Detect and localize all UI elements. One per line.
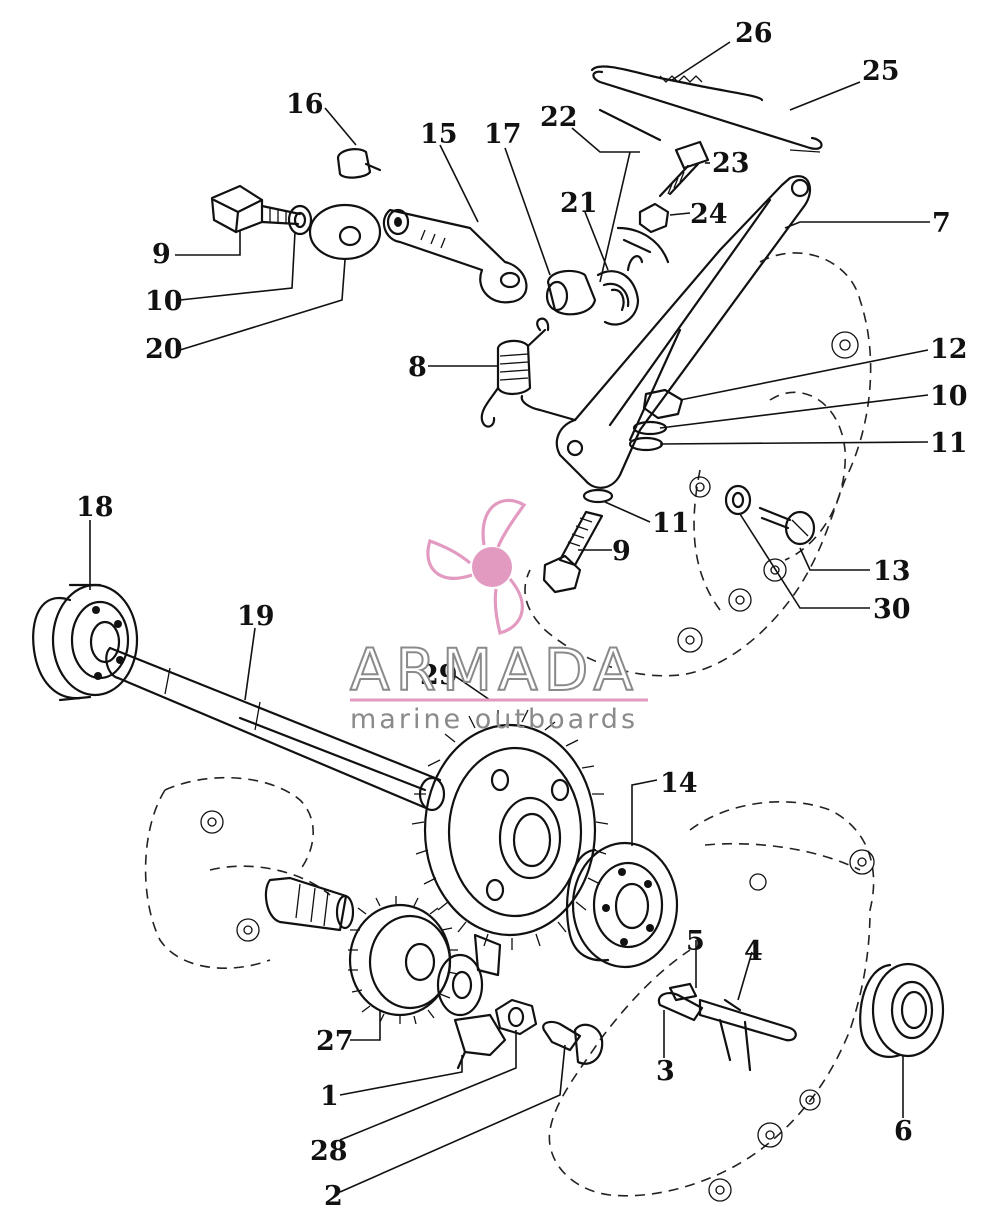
label-12: 12 bbox=[930, 334, 968, 365]
wire-22 bbox=[598, 108, 662, 142]
bolt-9-upper bbox=[210, 184, 302, 234]
leader-lines bbox=[89, 41, 930, 1193]
lower-housing-outline bbox=[548, 801, 875, 1202]
label-4: 4 bbox=[744, 936, 763, 967]
gear-27 bbox=[348, 896, 459, 1025]
bolt-23 bbox=[658, 140, 710, 198]
label-11-right: 11 bbox=[930, 428, 968, 459]
label-6: 6 bbox=[894, 1116, 913, 1147]
label-9-lower: 9 bbox=[612, 536, 631, 567]
grease-fitting-16 bbox=[336, 148, 382, 179]
watermark-tagline: marine outboards bbox=[350, 704, 638, 735]
washer-near-gear bbox=[436, 933, 502, 1017]
armada-watermark: ARMADA marine outboards bbox=[349, 498, 648, 735]
label-11-lower: 11 bbox=[652, 508, 690, 539]
label-21: 21 bbox=[560, 188, 598, 219]
bearing-14 bbox=[565, 841, 679, 969]
link-arm-15 bbox=[382, 208, 528, 304]
shaft-4 bbox=[698, 998, 797, 1072]
label-9-upper: 9 bbox=[152, 239, 171, 270]
bolt-9-lower bbox=[542, 510, 604, 594]
label-23: 23 bbox=[712, 148, 750, 179]
gear-29 bbox=[411, 709, 609, 950]
label-27: 27 bbox=[316, 1026, 354, 1057]
left-housing-outline bbox=[144, 776, 331, 969]
pinion-shaft bbox=[264, 876, 355, 932]
label-10-upper: 10 bbox=[145, 286, 183, 317]
label-13: 13 bbox=[873, 556, 911, 587]
bushing-17 bbox=[545, 269, 597, 316]
label-20: 20 bbox=[145, 334, 183, 365]
upper-housing-outline bbox=[524, 252, 872, 677]
label-26: 26 bbox=[735, 18, 773, 49]
label-3: 3 bbox=[656, 1056, 675, 1087]
bearing-18 bbox=[32, 583, 139, 702]
washer-10-upper bbox=[287, 204, 313, 236]
lever-arm-7 bbox=[520, 175, 812, 489]
seal-6 bbox=[859, 962, 945, 1058]
clip-near-24 bbox=[616, 226, 670, 264]
washer-20 bbox=[308, 203, 382, 261]
label-17: 17 bbox=[484, 119, 522, 150]
plug-2 bbox=[542, 1020, 604, 1065]
label-8: 8 bbox=[408, 352, 427, 383]
label-10-right: 10 bbox=[930, 381, 968, 412]
spring-26 bbox=[590, 65, 764, 102]
label-5: 5 bbox=[686, 926, 705, 957]
spring-8 bbox=[480, 317, 550, 428]
label-28: 28 bbox=[310, 1136, 348, 1167]
label-18: 18 bbox=[76, 492, 114, 523]
propeller-logo bbox=[426, 498, 527, 635]
label-24: 24 bbox=[690, 199, 728, 230]
label-7: 7 bbox=[932, 208, 951, 239]
nut-28 bbox=[494, 998, 538, 1036]
label-2: 2 bbox=[324, 1181, 343, 1212]
label-19: 19 bbox=[237, 601, 275, 632]
label-16: 16 bbox=[286, 89, 324, 120]
washer-11-lower bbox=[582, 488, 614, 504]
screw-13 bbox=[758, 506, 816, 546]
watermark-brand: ARMADA bbox=[350, 636, 639, 704]
label-15: 15 bbox=[420, 119, 458, 150]
label-25: 25 bbox=[862, 56, 900, 87]
washer-30 bbox=[724, 484, 752, 516]
label-1: 1 bbox=[320, 1081, 339, 1112]
pin-5 bbox=[668, 982, 698, 1002]
nut-12 bbox=[642, 388, 684, 420]
rod-25 bbox=[592, 70, 823, 153]
label-29: 29 bbox=[420, 660, 458, 691]
pin-3 bbox=[657, 991, 704, 1022]
part-number-labels: 26 25 16 15 17 22 23 21 24 7 9 10 20 8 1… bbox=[76, 18, 968, 1212]
label-14: 14 bbox=[660, 768, 698, 799]
torsion-spring-21 bbox=[596, 255, 644, 326]
label-22: 22 bbox=[540, 102, 578, 133]
nut-24 bbox=[638, 202, 670, 234]
shaft-19 bbox=[105, 646, 446, 812]
label-30: 30 bbox=[873, 594, 911, 625]
